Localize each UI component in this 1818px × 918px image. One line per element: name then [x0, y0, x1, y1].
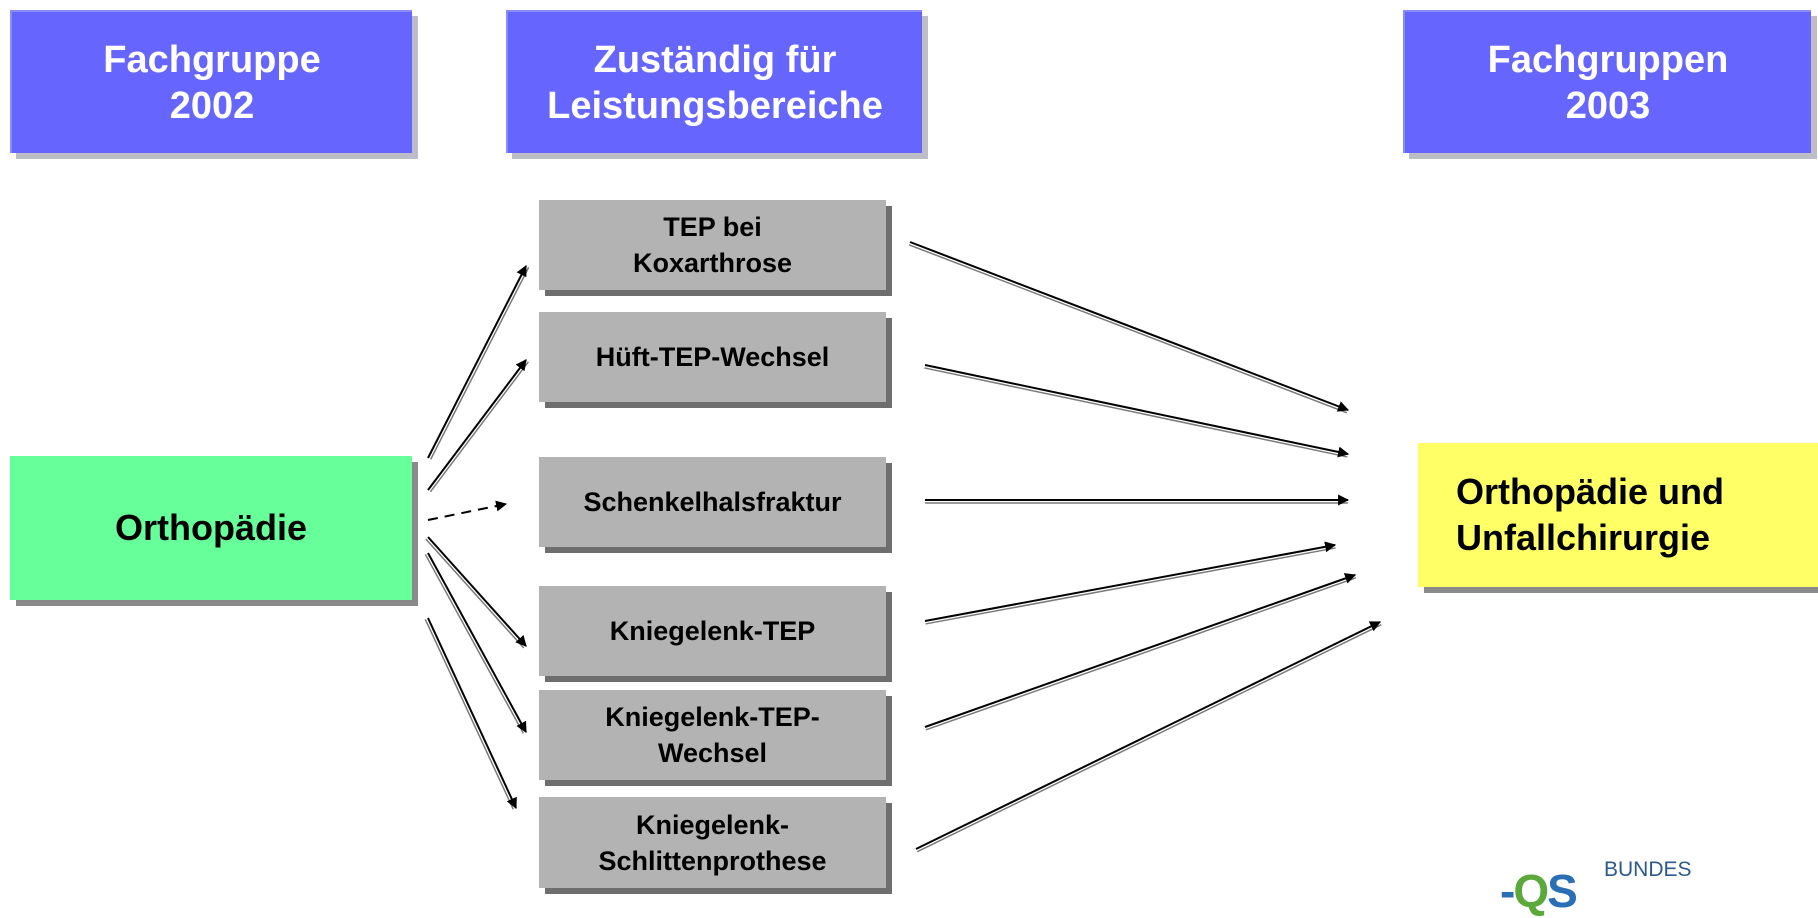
- arrow-source-to-area-5: [424, 552, 527, 734]
- area-box-schenkelhalsfraktur: Schenkelhalsfraktur: [539, 457, 886, 547]
- area-box-kniegelenk-tep: Kniegelenk-TEP: [539, 586, 886, 676]
- bqs-logo-icon: -QS: [1500, 865, 1578, 917]
- area-box-tep-koxarthrose: TEP bei Koxarthrose: [539, 200, 886, 290]
- area-box-kniegelenk-tep-wechsel: Kniegelenk-TEP- Wechsel: [539, 690, 886, 780]
- arrows-layer: [424, 241, 1382, 853]
- arrow-area-4-to-target: [924, 541, 1337, 625]
- header-zustaendig-fuer-leistungsbereiche: Zuständig für Leistungsbereiche: [506, 10, 922, 153]
- bqs-logo: -QS BUNDES: [1500, 856, 1800, 917]
- arrow-area-1-to-target: [908, 241, 1350, 414]
- header-fachgruppen-2003: Fachgruppen 2003: [1403, 10, 1811, 153]
- arrow-source-to-area-3: [427, 500, 508, 521]
- source-group-box: Orthopädie: [10, 456, 412, 600]
- arrow-source-to-area-1: [427, 265, 530, 460]
- arrow-area-5-to-target: [924, 573, 1357, 731]
- logo-text: BUNDES: [1604, 858, 1692, 881]
- target-group-box: Orthopädie und Unfallchirurgie: [1418, 443, 1818, 587]
- arrow-source-to-area-6: [424, 617, 517, 810]
- arrow-area-3-to-target: [925, 494, 1350, 506]
- arrow-source-to-area-2: [427, 359, 529, 493]
- arrow-area-2-to-target: [924, 364, 1350, 458]
- area-box-hueft-tep-wechsel: Hüft-TEP-Wechsel: [539, 312, 886, 402]
- header-fachgruppe-2002: Fachgruppe 2002: [10, 10, 412, 153]
- arrow-area-6-to-target: [915, 621, 1382, 853]
- arrow-source-to-area-4: [425, 536, 527, 649]
- area-box-kniegelenk-schlittenprothese: Kniegelenk- Schlittenprothese: [539, 797, 886, 888]
